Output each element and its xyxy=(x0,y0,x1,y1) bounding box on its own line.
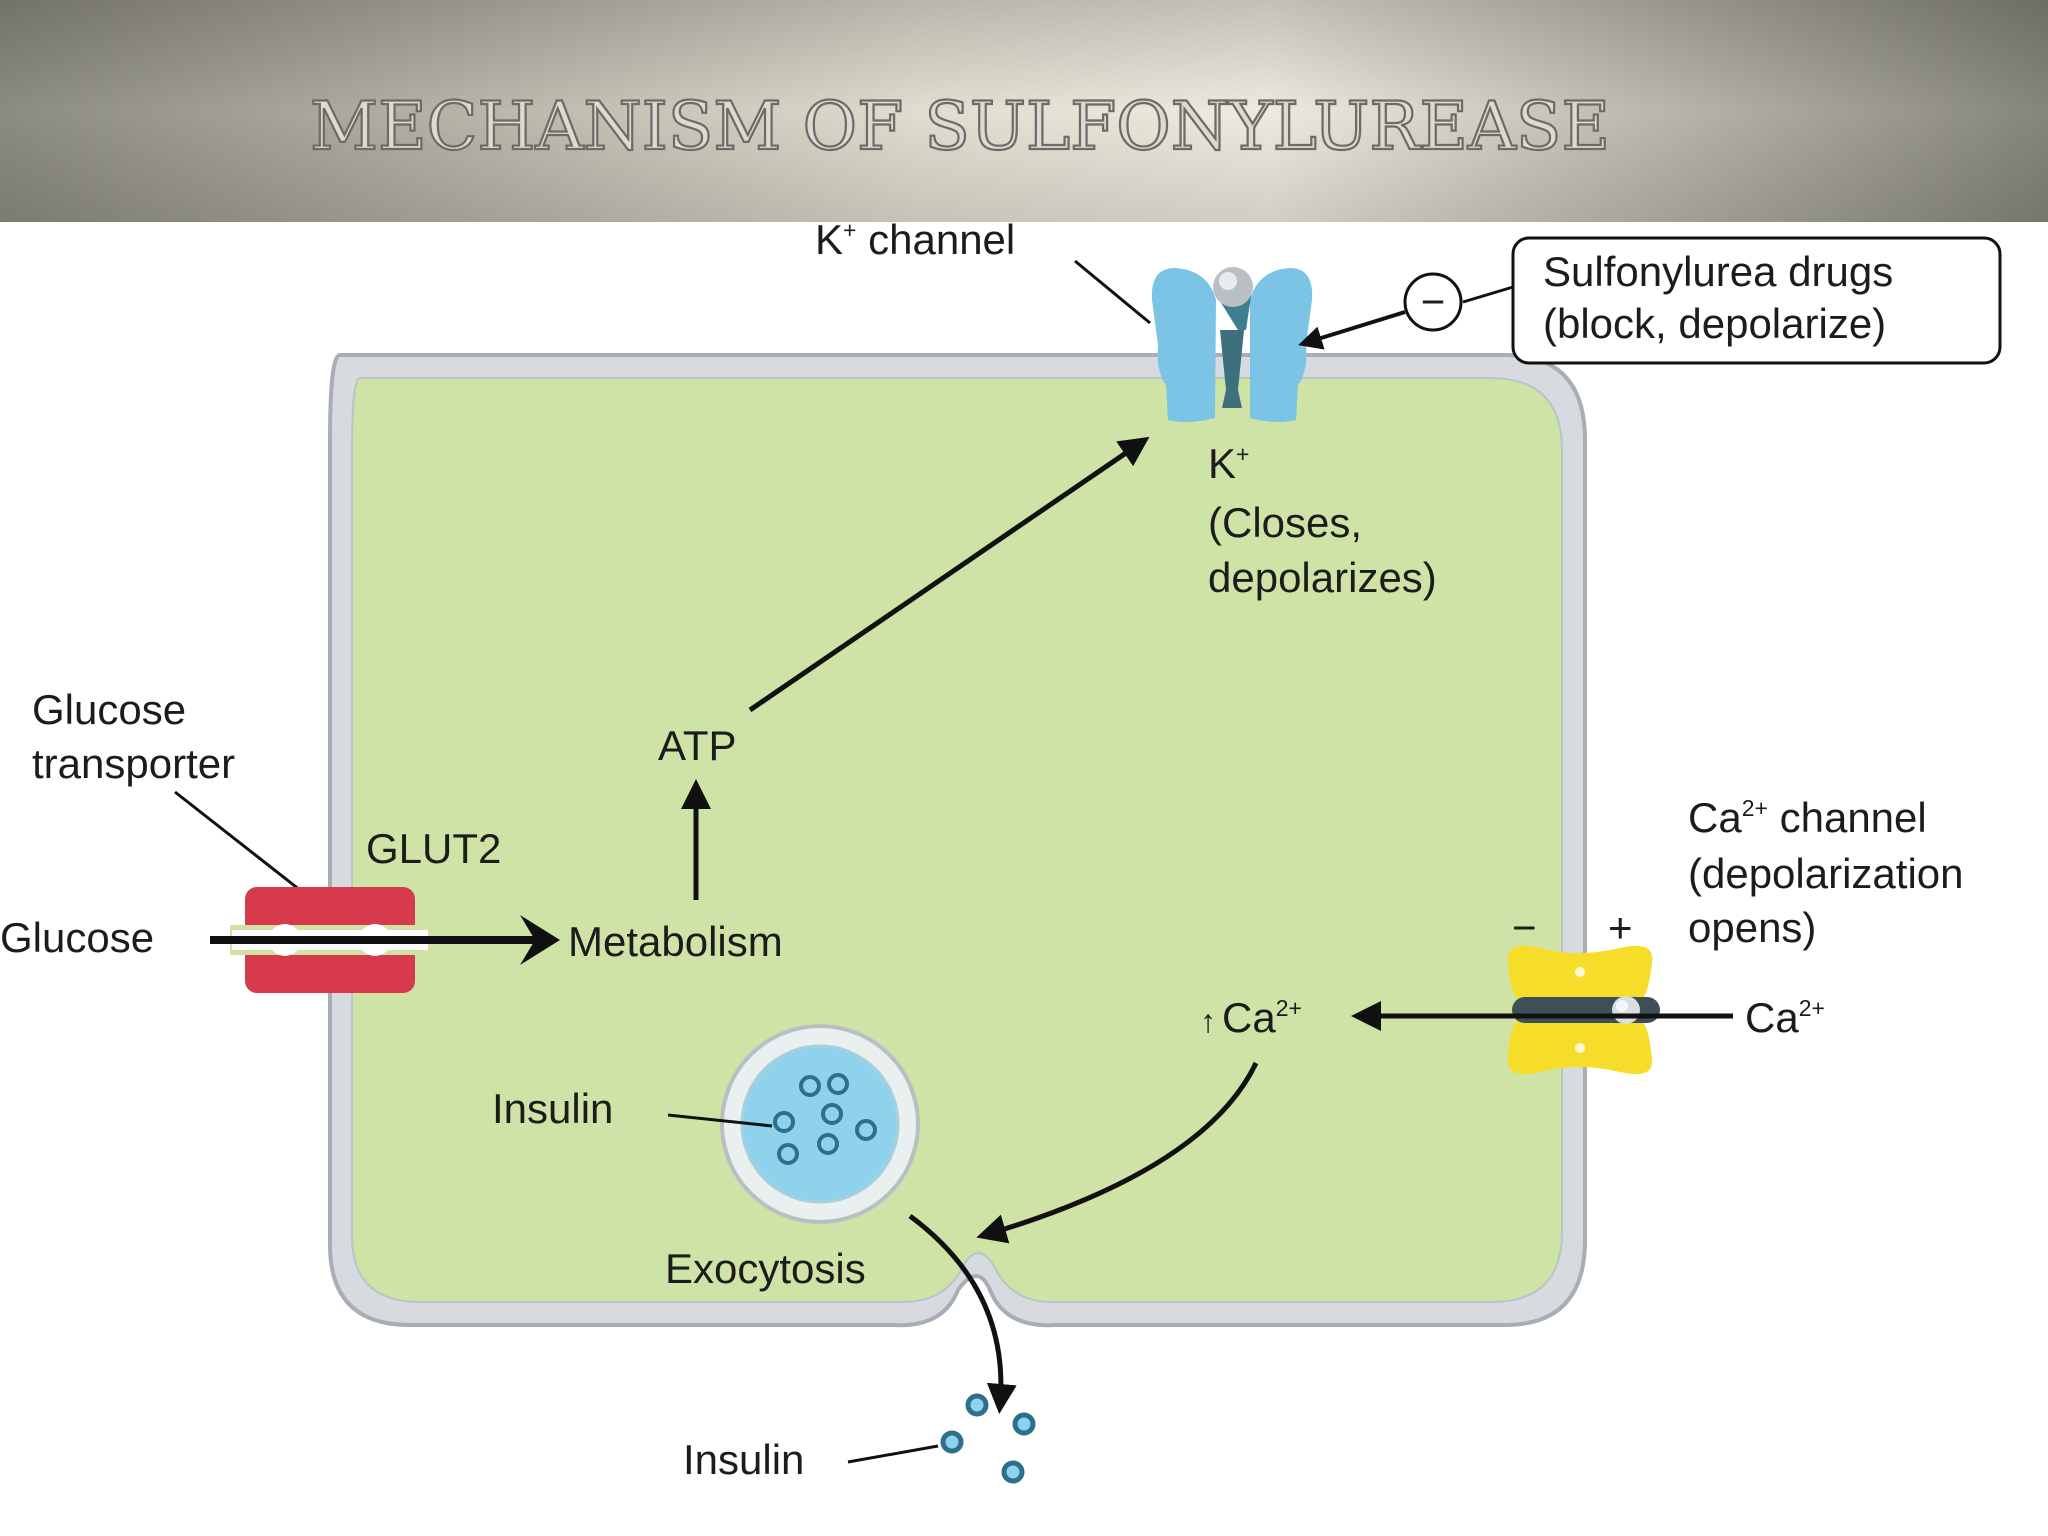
slide-title: MECHANISM OF SULFONYLUREASE xyxy=(310,88,1610,165)
exocytosis-arrow xyxy=(908,1213,1017,1414)
glucose-transporter-line1: Glucose xyxy=(32,686,186,733)
released-insulin-granules xyxy=(940,1393,1036,1484)
atp-label: ATP xyxy=(658,722,737,769)
insulin-granules-vesicle xyxy=(773,1073,877,1165)
ca-inside-label: ↑Ca2+ xyxy=(1200,994,1302,1041)
k-state-line2: depolarizes) xyxy=(1208,554,1437,601)
exocytosis-label: Exocytosis xyxy=(665,1245,866,1292)
ca-channel xyxy=(1507,945,1660,1075)
ca-channel-line3: opens) xyxy=(1688,904,1816,951)
ca-outside-label: Ca2+ xyxy=(1745,994,1825,1041)
k-channel-label: K+ channel xyxy=(815,216,1015,263)
sulfonylurea-connector xyxy=(1462,285,1514,304)
released-insulin-label: Insulin xyxy=(683,1436,804,1483)
inhibition-symbol: − xyxy=(1403,272,1463,332)
cell-cytoplasm xyxy=(351,377,1563,1303)
title-banner: MECHANISM OF SULFONYLUREASE xyxy=(0,0,2048,222)
sulfonylurea-line2: (block, depolarize) xyxy=(1543,300,1886,347)
glucose-label: Glucose xyxy=(0,914,154,961)
glucose-uptake-arrowhead xyxy=(520,915,560,965)
glucose-transporter-leader-line xyxy=(174,790,301,892)
insulin-vesicle xyxy=(720,1024,920,1224)
sulfonylurea-box xyxy=(1511,236,2002,365)
insulin-vesicle-leader-line xyxy=(667,1113,773,1128)
released-insulin-leader-line xyxy=(847,1444,939,1464)
atp-to-k-channel-arrow xyxy=(748,436,1150,713)
membrane-minus-sign: − xyxy=(1512,904,1537,951)
calcium-to-exocytosis-arrow xyxy=(976,1061,1259,1244)
k-state-line1: (Closes, xyxy=(1208,499,1362,546)
svg-text:−: − xyxy=(1421,278,1446,325)
membrane-plus-sign: + xyxy=(1608,904,1633,951)
k-ion-label: K+ xyxy=(1208,440,1249,487)
k-channel-leader-line xyxy=(1074,259,1151,325)
sulfonylurea-arrow xyxy=(1298,310,1406,350)
ca-channel-line2: (depolarization xyxy=(1688,850,1964,897)
sulfonylurea-line1: Sulfonylurea drugs xyxy=(1543,248,1893,295)
glucose-transporter-line2: transporter xyxy=(32,740,235,787)
k-channel xyxy=(1151,267,1313,423)
glut2-label: GLUT2 xyxy=(366,825,501,872)
insulin-vesicle-label: Insulin xyxy=(492,1085,613,1132)
ca-channel-line1: Ca2+ channel xyxy=(1688,794,1927,841)
metabolism-label: Metabolism xyxy=(568,918,783,965)
